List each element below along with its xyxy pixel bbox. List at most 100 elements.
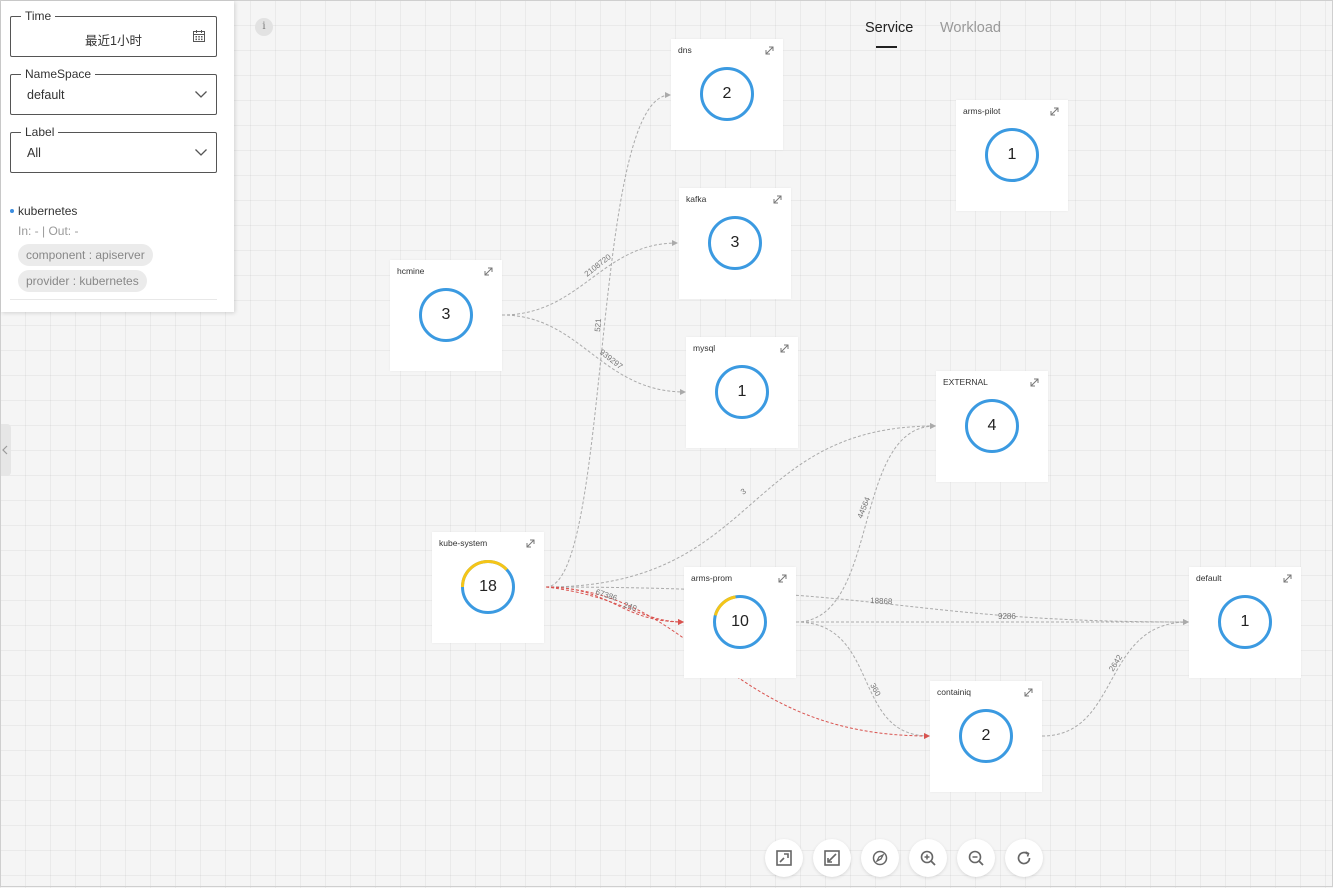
service-node-arms-pilot[interactable]: arms-pilot 1 [956, 100, 1068, 211]
namespace-select[interactable]: NameSpace default [10, 67, 217, 115]
health-ring [700, 67, 754, 121]
edge-hcmine-kafka[interactable] [501, 240, 678, 316]
instance-count: 2 [981, 727, 991, 744]
node-name: arms-pilot [963, 106, 1001, 116]
time-picker[interactable]: Time 最近1小时 [10, 9, 217, 57]
edge-prom-external[interactable] [795, 423, 936, 623]
edge-hcmine-mysql[interactable] [501, 314, 686, 395]
zoom-in-button[interactable] [909, 839, 947, 877]
expand-icon[interactable] [1049, 106, 1060, 117]
edge-label: 2108720 [583, 252, 614, 279]
zoom-out-icon [968, 850, 984, 866]
edge-kube-default[interactable] [545, 586, 1189, 625]
edge-label: 939297 [598, 347, 625, 371]
node-name: default [1196, 573, 1222, 583]
node-name: arms-prom [691, 573, 733, 583]
service-node-dns[interactable]: dns 2 [671, 39, 783, 150]
fit-view-button[interactable] [765, 839, 803, 877]
health-ring [959, 709, 1013, 763]
instance-count: 4 [987, 417, 997, 434]
instance-count: 1 [1007, 146, 1017, 163]
service-node-hcmine[interactable]: hcmine 3 [390, 260, 502, 371]
actual-size-icon [824, 850, 840, 866]
expand-icon[interactable] [1282, 573, 1293, 584]
panel-collapse-handle[interactable] [1, 424, 11, 476]
health-ring [985, 128, 1039, 182]
chevron-down-icon[interactable] [194, 87, 208, 101]
filter-panel: Time 最近1小时 NameSpace default Label All k… [1, 1, 234, 312]
edge-label: 3 [739, 486, 748, 496]
service-node-arms-prom[interactable]: arms-prom 10 [684, 567, 796, 678]
edge-kube-external[interactable] [545, 423, 936, 588]
edge-prom-containiq[interactable] [795, 621, 930, 739]
expand-icon[interactable] [764, 45, 775, 56]
health-ring [713, 595, 767, 649]
instance-count: 3 [441, 306, 451, 323]
chevron-left-icon [2, 445, 8, 455]
service-node-kafka[interactable]: kafka 3 [679, 188, 791, 299]
refresh-icon [1017, 851, 1031, 865]
edge-kube-dns[interactable] [545, 92, 671, 588]
expand-icon[interactable] [1023, 687, 1034, 698]
expand-icon[interactable] [772, 194, 783, 205]
namespace-label: NameSpace [21, 67, 96, 81]
node-name: kafka [686, 194, 707, 204]
expand-icon[interactable] [1029, 377, 1040, 388]
locate-button[interactable] [861, 839, 899, 877]
node-name: hcmine [397, 266, 425, 276]
service-node-containiq[interactable]: containiq 2 [930, 681, 1042, 792]
instance-count: 10 [731, 613, 749, 630]
selected-dot [10, 209, 14, 213]
in-out-stats: In: - | Out: - [18, 224, 79, 238]
node-name: kube-system [439, 538, 488, 548]
edge-label: 240 [622, 600, 638, 613]
time-value: 最近1小时 [85, 34, 142, 48]
calendar-icon[interactable] [192, 29, 206, 43]
zoom-in-icon [920, 850, 936, 866]
expand-icon[interactable] [779, 343, 790, 354]
edge-label: 360 [868, 682, 882, 698]
service-node-external[interactable]: EXTERNAL 4 [936, 371, 1048, 482]
label-select[interactable]: Label All [10, 125, 217, 173]
selected-service-name: kubernetes [18, 204, 78, 218]
health-ring [965, 399, 1019, 453]
expand-icon[interactable] [525, 538, 536, 549]
health-ring [715, 365, 769, 419]
node-name: EXTERNAL [943, 377, 988, 387]
label-value: All [27, 146, 41, 160]
instance-count: 1 [737, 383, 747, 400]
namespace-value: default [27, 88, 65, 102]
instance-count: 2 [722, 85, 732, 102]
tag-provider: provider : kubernetes [18, 270, 147, 292]
actual-size-button[interactable] [813, 839, 851, 877]
service-node-default[interactable]: default 1 [1189, 567, 1301, 678]
edge-containiq-default[interactable] [1041, 619, 1189, 737]
health-ring [708, 216, 762, 270]
service-node-mysql[interactable]: mysql 1 [686, 337, 798, 448]
edge-label: 9286 [998, 612, 1016, 621]
tab-service[interactable]: Service [865, 20, 914, 36]
time-label: Time [21, 9, 56, 23]
health-ring [419, 288, 473, 342]
service-node-kube-system[interactable]: kube-system 18 [432, 532, 544, 643]
edge-label: 2642 [1107, 653, 1124, 673]
locate-icon [872, 850, 888, 866]
zoom-out-button[interactable] [957, 839, 995, 877]
node-name: mysql [693, 343, 716, 353]
node-name: dns [678, 45, 692, 55]
expand-icon[interactable] [777, 573, 788, 584]
refresh-button[interactable] [1005, 839, 1043, 877]
fit-view-icon [776, 850, 792, 866]
node-name: containiq [937, 687, 972, 697]
expand-icon[interactable] [483, 266, 494, 277]
chevron-down-icon[interactable] [194, 145, 208, 159]
divider [10, 299, 217, 300]
instance-count: 18 [479, 578, 497, 595]
info-icon[interactable]: i [255, 18, 273, 36]
health-ring [1218, 595, 1272, 649]
label-label: Label [21, 125, 59, 139]
edge-label: 18868 [870, 596, 893, 606]
health-ring [461, 560, 515, 614]
tab-workload[interactable]: Workload [940, 20, 1001, 36]
